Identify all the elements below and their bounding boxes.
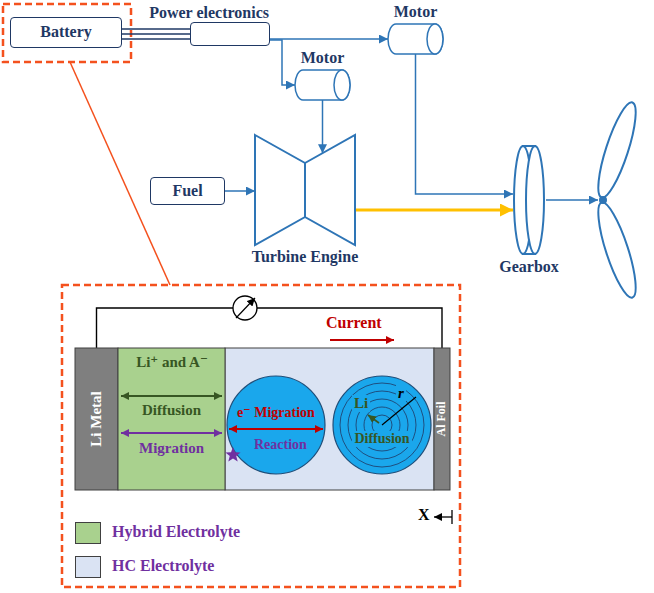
axis-tick <box>451 510 452 524</box>
callout-box <box>62 285 460 587</box>
flow-arrow <box>416 54 514 194</box>
shaft-arrow <box>546 199 598 201</box>
power-bus-line <box>122 28 190 30</box>
shape-outline <box>226 375 326 475</box>
electrode-strip <box>434 348 450 490</box>
part-label: Gearbox <box>499 258 559 276</box>
motor-body <box>388 24 443 54</box>
text-patch: Diffusion <box>352 431 411 447</box>
legend-label: Hybrid Electrolyte <box>112 523 240 541</box>
propeller-hub <box>599 196 607 204</box>
part-label: Li <box>352 395 370 412</box>
hc-electrolyte-region <box>225 348 434 490</box>
part-label: Li Metal <box>88 391 105 446</box>
motor-symbol: Motor <box>295 70 350 100</box>
axis-arrow <box>434 516 452 517</box>
li-diffusion-arrow <box>368 415 379 423</box>
flow-arrow <box>270 40 295 85</box>
gearbox: Gearbox <box>513 145 545 255</box>
motor-face <box>427 24 443 54</box>
flow-arrow <box>322 100 324 153</box>
li-metal-electrode: Li Metal <box>75 348 118 490</box>
hybrid-electrolyte-region: Li⁺ and A⁻ DiffusionMigration <box>118 348 225 490</box>
part-label: Li⁺ and A⁻ <box>136 354 208 371</box>
leader-line <box>70 62 170 285</box>
power-electronics-box: Power electronics <box>190 22 270 46</box>
shape-outline <box>332 375 432 475</box>
part-label: Migration <box>118 440 225 457</box>
diffusion-arrow <box>121 395 222 397</box>
compressor-shape <box>255 135 305 245</box>
shape-outline <box>388 24 443 54</box>
reaction-star <box>225 447 240 461</box>
label-holder: Diffusion <box>332 431 432 447</box>
al-foil-collector: Al Foil <box>434 348 450 490</box>
particle-outline <box>227 376 325 474</box>
box-label: Battery <box>40 23 92 41</box>
box-label: Fuel <box>172 182 202 200</box>
diffusion-particle: Li rDiffusion <box>332 375 432 475</box>
shape-outline <box>513 145 545 255</box>
propeller-blade <box>591 199 643 301</box>
power-bus <box>122 33 190 35</box>
ammeter-needle <box>236 298 255 318</box>
legend-swatch <box>75 522 101 544</box>
propeller-blade <box>591 99 643 201</box>
flow-arrow <box>355 209 513 212</box>
motor-symbol: Motor <box>388 24 443 54</box>
electron-arrow <box>229 428 323 430</box>
part-label: Al Foil <box>435 402 449 437</box>
gear-front <box>526 146 544 254</box>
ammeter-symbol <box>233 296 257 320</box>
electrode-strip <box>75 348 118 490</box>
flow-arrow <box>270 38 388 40</box>
turbine-shape <box>305 135 355 245</box>
part-label: r <box>396 385 406 402</box>
electrolyte-fill <box>118 348 225 490</box>
part-label: Motor <box>394 3 438 21</box>
migration-arrow <box>121 432 222 434</box>
fuel-box: Fuel <box>150 177 225 205</box>
flow-arrow <box>225 190 255 192</box>
battery-box: Battery <box>10 17 122 48</box>
shape-outline <box>255 135 355 245</box>
legend-label: HC Electrolyte <box>112 557 214 575</box>
concentration-ring <box>340 383 424 467</box>
particle-outline <box>333 376 431 474</box>
power-bus-line <box>122 38 190 40</box>
motor-face <box>334 70 350 100</box>
current-label: Current <box>326 314 382 332</box>
circuit-wire <box>97 308 443 348</box>
highlight-box <box>3 4 131 62</box>
turbine-engine: Turbine Engine <box>255 135 355 245</box>
motor-body <box>295 70 350 100</box>
active-particle: e⁻ MigrationReaction <box>226 375 326 475</box>
axis-label: X <box>418 506 430 524</box>
part-label: Turbine Engine <box>252 248 359 266</box>
shape-outline <box>295 70 350 100</box>
current-arrow <box>330 339 394 341</box>
part-label: Motor <box>301 49 345 67</box>
part-label: e⁻ Migration <box>226 405 326 421</box>
legend-swatch <box>75 556 101 578</box>
part-label: Power electronics <box>149 4 269 22</box>
part-label: Reaction <box>254 437 307 453</box>
part-label: Diffusion <box>118 402 225 419</box>
